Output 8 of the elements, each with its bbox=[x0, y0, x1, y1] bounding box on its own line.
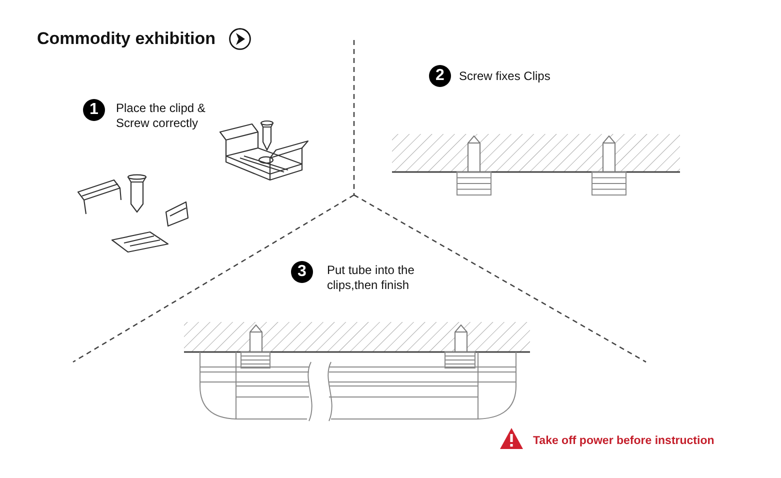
warning-text: Take off power before instruction bbox=[533, 434, 714, 448]
step-number: 2 bbox=[429, 65, 451, 87]
step-number: 1 bbox=[83, 99, 105, 121]
step-instruction: Put tube into the clips,then finish bbox=[327, 263, 416, 293]
title: Commodity exhibition bbox=[37, 28, 216, 49]
step-instruction: Screw fixes Clips bbox=[459, 69, 550, 84]
step-number: 3 bbox=[291, 261, 313, 283]
step-instruction: Place the clipd & Screw correctly bbox=[116, 101, 206, 131]
